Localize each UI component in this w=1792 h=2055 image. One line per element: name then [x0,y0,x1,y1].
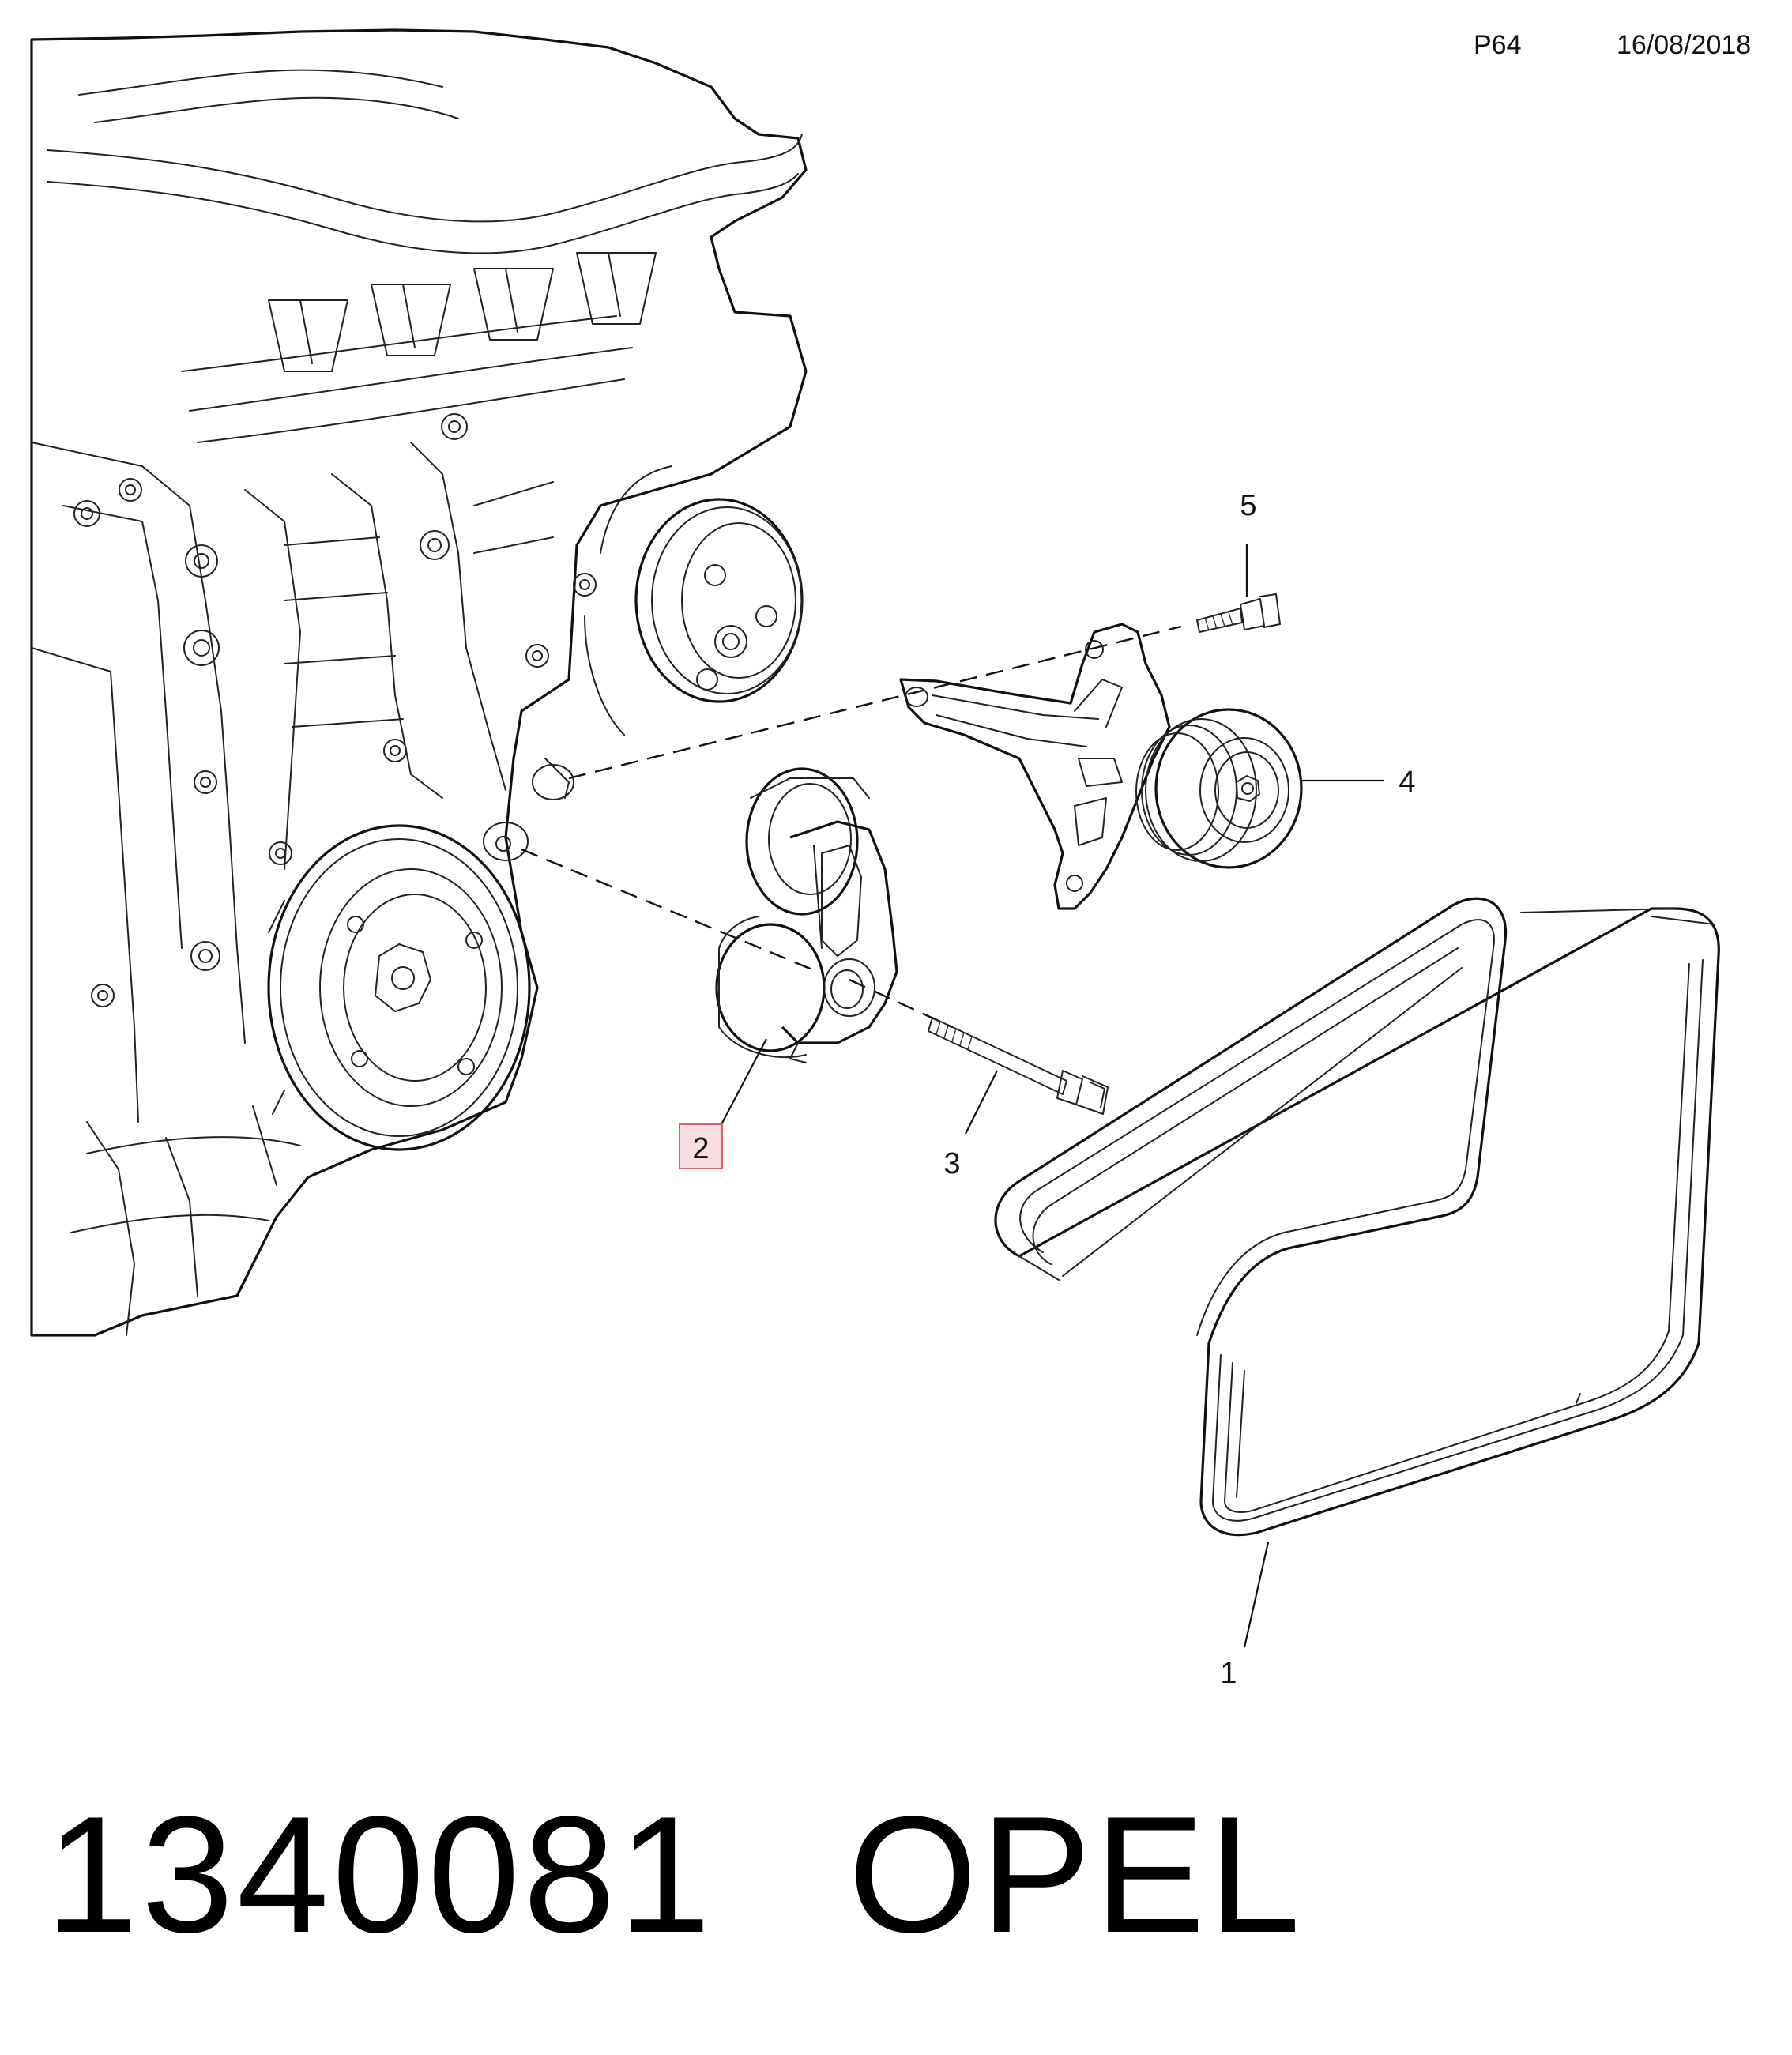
engine-block-illustration [30,28,808,1337]
diagram-date: 16/08/2018 [1617,30,1752,60]
part-1-ribbed-belt [994,897,1720,1537]
footer-part-number: 1340081 [46,1782,714,1967]
callout-label-3[interactable]: 3 [943,1147,960,1180]
callout-label-2[interactable]: 2 [692,1132,709,1165]
part-2-belt-tensioner [715,767,898,1063]
part-5-bolt [1196,593,1281,633]
callout-label-4[interactable]: 4 [1399,766,1415,799]
part-4-idler-pulley-bracket [899,623,1303,910]
leader-line-3 [965,1070,998,1135]
leader-line-2 [720,1038,767,1127]
callout-label-1[interactable]: 1 [1220,1657,1237,1690]
callout-2-highlight [679,1123,723,1169]
part-3-long-bolt [928,1017,1109,1115]
footer-brand: OPEL [848,1782,1304,1967]
explode-line-bracket [568,625,1182,780]
leader-line-1 [1243,1541,1270,1648]
callout-label-5[interactable]: 5 [1240,489,1256,522]
explode-line-tensioner-top [521,848,819,973]
page-code: P64 [1474,30,1522,60]
